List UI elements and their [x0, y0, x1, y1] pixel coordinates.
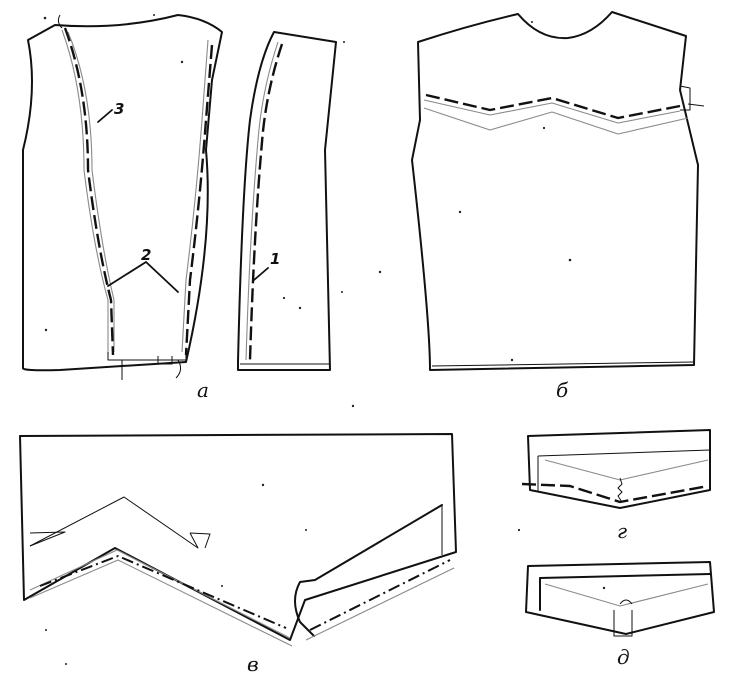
callout-2: 2	[141, 246, 151, 264]
scan-specks	[43, 14, 606, 665]
seam-3-line	[63, 27, 115, 356]
panel-a-side-piece	[237, 31, 337, 371]
figure-label-a: а	[197, 378, 209, 402]
panel-g-corner-detail	[521, 429, 711, 509]
panel-b-back-piece	[411, 11, 705, 371]
callout-1: 1	[270, 250, 280, 268]
yoke-seam-line	[425, 93, 681, 120]
panel-d-finished-corner	[525, 561, 715, 637]
corner-seam-line	[521, 482, 709, 504]
panel-v-yoke-assembly	[19, 433, 457, 647]
figure-label-v: в	[247, 652, 259, 676]
seam-2-right-line	[184, 44, 214, 356]
figure-label-d: д	[617, 645, 630, 669]
panel-a-front-piece	[21, 14, 223, 380]
callout-3: 3	[114, 100, 124, 118]
yoke-topstitch-right	[309, 559, 451, 631]
figure-label-b: б	[556, 378, 569, 402]
yoke-topstitch-left	[39, 555, 287, 629]
figure-label-g: г	[617, 519, 627, 543]
seam-1-line	[248, 43, 284, 361]
